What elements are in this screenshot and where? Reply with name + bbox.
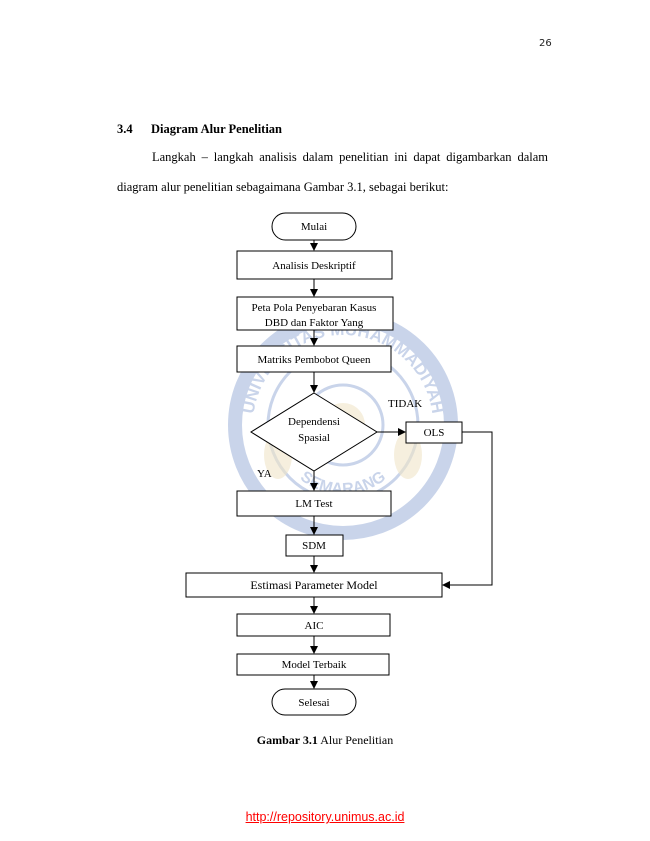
- step1-box: [236, 250, 393, 280]
- repository-link[interactable]: http://repository.unimus.ac.id: [245, 810, 405, 824]
- aic-box: [236, 613, 391, 637]
- section-number: 3.4: [117, 122, 133, 136]
- caption-label: Gambar 3.1: [256, 733, 318, 747]
- section-title: Diagram Alur Penelitian: [151, 122, 283, 136]
- step6-box: [236, 653, 390, 676]
- start-label: Mulai: [301, 221, 327, 233]
- step3-box: [236, 345, 392, 373]
- paragraph-line-2: diagram alur penelitian sebagaimana Gamb…: [117, 180, 449, 194]
- aic-label: AIC: [305, 620, 324, 632]
- step5-label: Estimasi Parameter Model: [250, 578, 378, 592]
- end-label: Selesai: [298, 697, 329, 709]
- start-terminator: [271, 212, 357, 241]
- step3-label: Matriks Pembobot Queen: [257, 354, 371, 366]
- step6-label: Model Terbaik: [282, 659, 347, 671]
- branch-yes-label: YA: [257, 468, 272, 480]
- caption-text: Alur Penelitian: [317, 733, 394, 747]
- step2-label-line1: Peta Pola Penyebaran Kasus: [252, 302, 377, 314]
- decision-label-line1: Dependensi: [288, 416, 340, 428]
- section-heading: 3.4 Diagram Alur Penelitian: [117, 122, 282, 137]
- decision-diamond: [250, 392, 378, 472]
- step4-label: LM Test: [295, 498, 332, 510]
- ols-label: OLS: [424, 427, 445, 439]
- step1-label: Analisis Deskriptif: [272, 260, 356, 272]
- sdm-box: [285, 534, 344, 557]
- step4-box: [236, 490, 392, 517]
- branch-no-label: TIDAK: [388, 398, 422, 410]
- step2-box: [236, 296, 394, 331]
- arrow-ols-to-step5: [442, 431, 493, 589]
- step5-box: [185, 572, 443, 598]
- figure-caption: Gambar 3.1 Alur Penelitian: [0, 733, 650, 748]
- page-number: 26: [539, 38, 552, 49]
- step2-label-line2: DBD dan Faktor Yang: [265, 317, 364, 329]
- decision-label-line2: Spasial: [298, 432, 330, 444]
- ols-box: [405, 421, 463, 444]
- sdm-label: SDM: [302, 540, 326, 552]
- paragraph-line-1: Langkah – langkah analisis dalam penelit…: [152, 150, 548, 164]
- end-terminator: [271, 688, 357, 716]
- flow-connectors: [310, 240, 493, 689]
